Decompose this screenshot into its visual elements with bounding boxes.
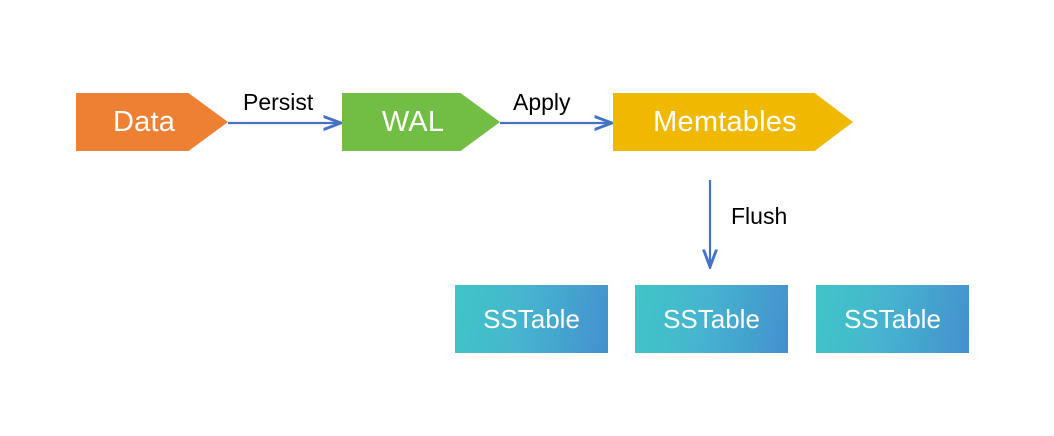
node-wal-label: WAL: [381, 105, 445, 138]
node-sstable-2-label: SSTable: [663, 304, 760, 334]
node-sstable-1[interactable]: SSTable: [455, 285, 608, 353]
edge-label-flush: Flush: [731, 203, 788, 229]
node-wal[interactable]: WAL: [342, 93, 500, 151]
node-memtables-label: Memtables: [653, 105, 797, 138]
node-data[interactable]: Data: [76, 93, 228, 151]
edge-label-persist: Persist: [243, 89, 314, 115]
node-sstable-1-label: SSTable: [483, 304, 580, 334]
node-memtables[interactable]: Memtables: [613, 93, 853, 151]
node-sstable-3[interactable]: SSTable: [816, 285, 969, 353]
edge-label-apply: Apply: [513, 89, 571, 115]
node-sstable-3-label: SSTable: [844, 304, 941, 334]
node-sstable-2[interactable]: SSTable: [635, 285, 788, 353]
node-data-label: Data: [112, 105, 176, 138]
